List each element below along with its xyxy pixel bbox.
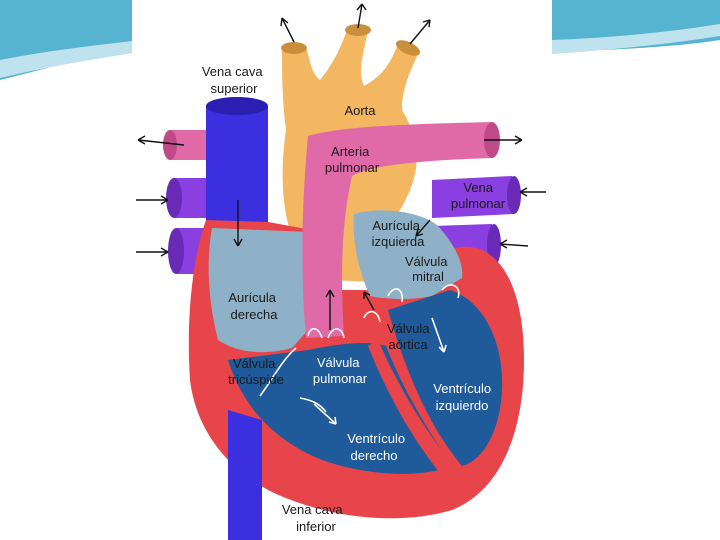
pulmonary-valve (307, 327, 345, 339)
top-right-swoosh-light (552, 24, 720, 54)
aorta-branch-opening-2 (345, 24, 371, 36)
label-vena-cava-superior: Vena cava superior (202, 64, 266, 96)
flow-arrows (136, 3, 546, 425)
label-arteria-pulmonar: Arteria pulmonar (325, 144, 380, 175)
label-valvula-tricuspide: Válvula tricúspide (228, 356, 284, 387)
label-aorta: Aorta (344, 103, 376, 118)
mitral-valve (387, 284, 460, 303)
aorta-branch-opening-3 (395, 40, 421, 56)
label-ventriculo-derecho: Ventrículo derecho (347, 431, 408, 463)
superior-vena-cava-opening (206, 97, 268, 115)
label-valvula-mitral: Válvula mitral (405, 254, 451, 284)
right-ventricle (228, 343, 452, 474)
aortic-valve (363, 310, 381, 323)
right-pulmonary-vein-upper-opening (166, 178, 182, 218)
inferior-vena-cava (228, 410, 262, 540)
top-left-swoosh-light (0, 40, 140, 78)
superior-vena-cava (206, 106, 268, 222)
labels: Vena cava superior Aorta Arteria pulmona… (202, 64, 506, 534)
label-vena-cava-inferior: Vena cava inferior (282, 502, 346, 534)
label-ventriculo-izquierdo: Ventrículo izquierdo (433, 381, 494, 413)
label-auricula-derecha: Aurícula derecha (228, 290, 279, 322)
tricuspid-valve (259, 347, 327, 413)
heart-diagram: Vena cava superior Aorta Arteria pulmona… (132, 0, 552, 540)
left-atrium (353, 210, 463, 299)
pulmonary-artery-trunk (302, 122, 492, 338)
interventricular-septum (368, 340, 458, 478)
label-vena-pulmonar: Vena pulmonar (451, 180, 506, 211)
label-valvula-aortica: Válvula aórtica (387, 321, 433, 352)
left-pulmonary-vein-upper-opening (507, 176, 521, 214)
label-valvula-pulmonar: Válvula pulmonar (313, 355, 368, 386)
pulmonary-artery-left-opening (163, 130, 177, 160)
aorta-branch-opening-1 (281, 42, 307, 54)
left-pulmonary-vein-upper (432, 176, 514, 218)
left-ventricle (388, 290, 503, 466)
label-auricula-izquierda: Aurícula izquierda (372, 218, 426, 249)
right-pulmonary-vein-lower-opening (168, 228, 184, 274)
right-atrium (208, 228, 318, 353)
